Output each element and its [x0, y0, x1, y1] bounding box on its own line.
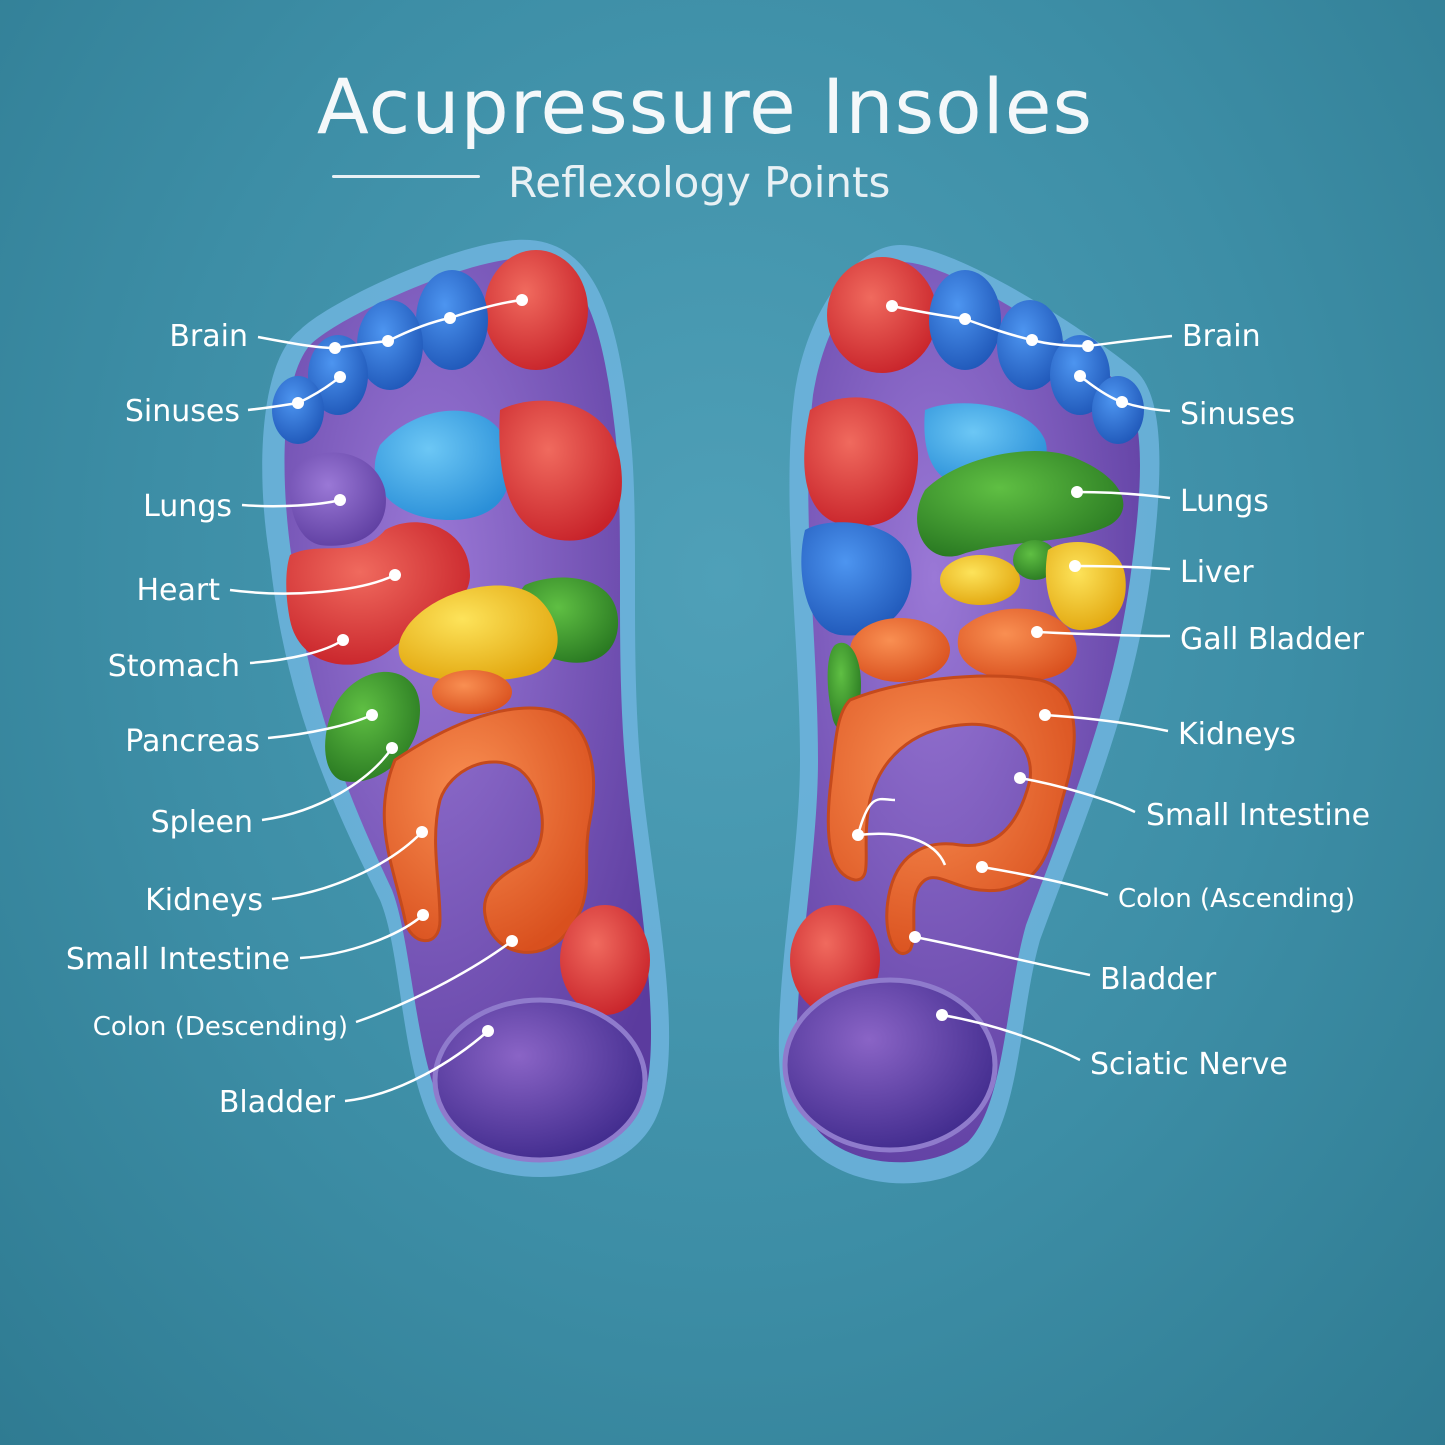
- right-label-colon-ascending: Colon (Ascending): [1118, 884, 1355, 914]
- left-label-spleen: Spleen: [151, 805, 253, 840]
- right-label-gall-bladder: Gall Bladder: [1180, 622, 1365, 657]
- left-pancreas-zone: [325, 671, 420, 782]
- left-heart-zone: [286, 522, 470, 665]
- right-label-sciatic-nerve: Sciatic Nerve: [1090, 1047, 1288, 1082]
- right-label-lungs: Lungs: [1180, 484, 1269, 519]
- right-toe-5: [1092, 376, 1144, 444]
- left-label-lungs: Lungs: [143, 489, 232, 524]
- right-blue-zone: [801, 522, 912, 636]
- right-label-bladder: Bladder: [1100, 962, 1217, 997]
- right-foot: [778, 245, 1160, 1184]
- left-label-bladder: Bladder: [219, 1085, 336, 1120]
- left-toe-5: [272, 376, 324, 444]
- left-label-heart: Heart: [137, 573, 221, 608]
- left-label-pancreas: Pancreas: [125, 724, 260, 759]
- left-label-brain: Brain: [169, 319, 248, 354]
- left-label-colon-descending: Colon (Descending): [93, 1012, 348, 1042]
- right-liver-zone: [1045, 542, 1126, 630]
- left-label-stomach: Stomach: [108, 649, 240, 684]
- right-labels: Brain Sinuses Lungs Liver Gall Bladder K…: [1090, 319, 1370, 1082]
- left-yellow-zone: [398, 585, 558, 682]
- right-heel: [782, 977, 998, 1153]
- right-orange-left: [850, 618, 950, 682]
- right-label-liver: Liver: [1180, 555, 1254, 590]
- right-label-sinuses: Sinuses: [1180, 397, 1295, 432]
- left-intestine: [382, 706, 596, 954]
- left-big-toe: [484, 250, 588, 370]
- left-label-sinuses: Sinuses: [125, 394, 240, 429]
- right-gall-zone: [957, 608, 1077, 681]
- right-ball-red: [804, 397, 919, 527]
- left-leaders: [229, 294, 528, 1103]
- right-intestine: [826, 674, 1076, 955]
- left-label-kidneys: Kidneys: [145, 883, 263, 918]
- subtitle-rule: [332, 175, 480, 178]
- left-ball-red: [499, 400, 622, 541]
- page-subtitle: Reflexology Points: [508, 158, 891, 207]
- right-leaders: [852, 300, 1173, 1062]
- left-labels: Brain Sinuses Lungs Heart Stomach Pancre…: [66, 319, 348, 1120]
- right-yellow-small: [940, 555, 1020, 605]
- right-lungs-zone: [917, 451, 1124, 557]
- left-heel: [432, 997, 648, 1163]
- page-title: Acupressure Insoles: [316, 62, 1094, 151]
- left-ball-blue: [374, 410, 510, 520]
- left-label-small-intestine: Small Intestine: [66, 942, 290, 977]
- left-heel-red: [560, 905, 650, 1015]
- left-orange-small: [432, 670, 512, 714]
- right-label-small-intestine: Small Intestine: [1146, 798, 1370, 833]
- right-label-brain: Brain: [1182, 319, 1261, 354]
- right-big-toe: [827, 257, 937, 373]
- right-label-kidneys: Kidneys: [1178, 717, 1296, 752]
